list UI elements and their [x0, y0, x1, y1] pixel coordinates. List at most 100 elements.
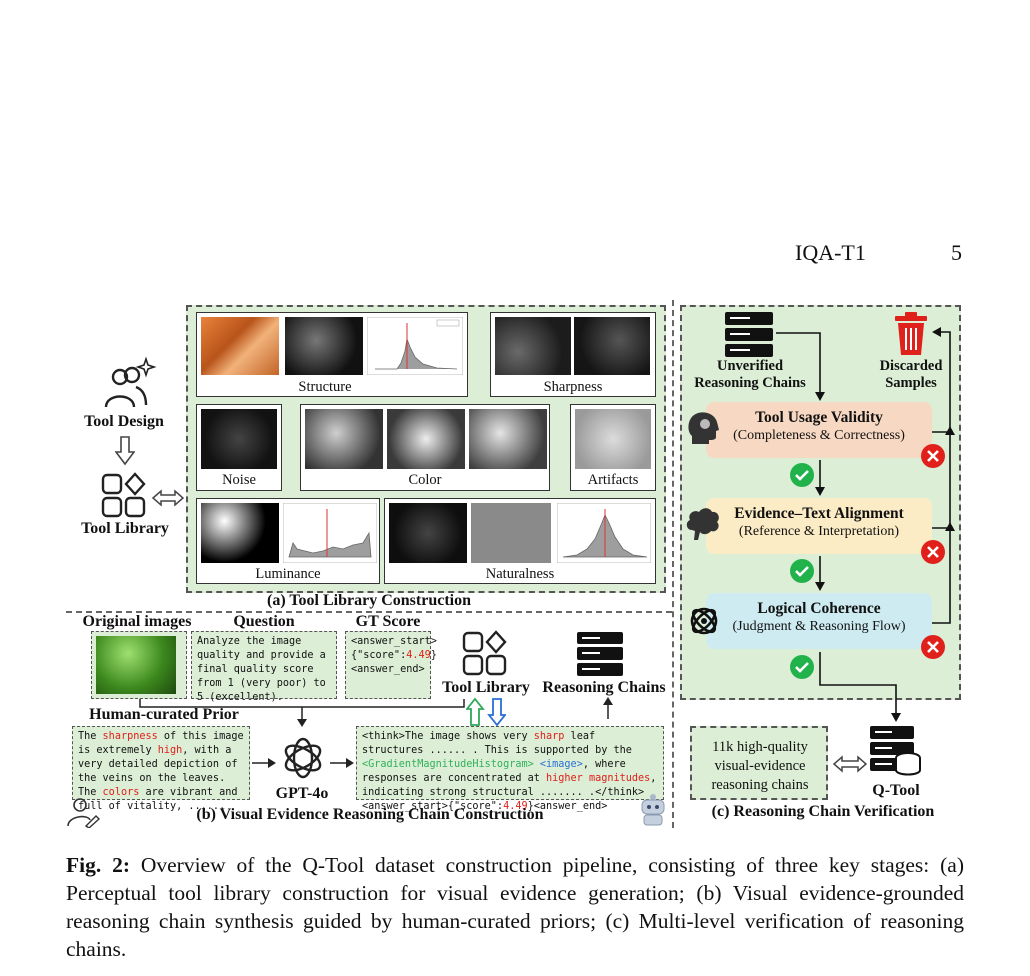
qtool-icon	[870, 726, 921, 776]
original-images-title: Original images	[82, 613, 192, 630]
human-annotator-icon	[67, 798, 100, 828]
cross-icon	[921, 540, 945, 564]
robot-icon	[641, 794, 665, 826]
caption-label: Fig. 2:	[66, 853, 130, 877]
gt-line-3: <answer_end>	[351, 664, 425, 675]
naturalness-image-1	[389, 503, 467, 563]
human-prior-title: Human-curated Prior	[89, 706, 239, 723]
unverified-label: Unverified Reasoning Chains	[694, 358, 806, 391]
gt-score-value: 4.49	[406, 650, 431, 661]
tool-luminance: Luminance	[196, 498, 380, 584]
gt-line-2: {"score":4.49}	[351, 650, 437, 661]
reasoning-chains-icon	[577, 632, 623, 676]
cross-icon	[921, 444, 945, 468]
color-label: Color	[408, 472, 442, 488]
stage-logical-coherence: Logical Coherence (Judgment & Reasoning …	[706, 593, 932, 649]
reasoning-chain-box: <think>The image shows very sharp leaf s…	[356, 726, 664, 812]
noise-label: Noise	[222, 472, 256, 488]
check-icon	[790, 655, 814, 679]
running-title: IQA-T1	[795, 240, 866, 265]
artifacts-image	[575, 409, 651, 469]
down-arrow-icon	[115, 436, 135, 466]
chain-keyword-higher: higher magnitudes	[546, 773, 651, 784]
panel-b-arrows	[139, 697, 613, 768]
naturalness-histogram	[557, 503, 651, 563]
trash-icon	[895, 312, 927, 355]
gt-line-1: <answer_start>	[351, 636, 437, 647]
tool-design-label: Tool Design	[84, 413, 164, 430]
prior-keyword-sharpness: sharpness	[102, 731, 158, 742]
check-icon	[790, 559, 814, 583]
tool-artifacts: Artifacts	[570, 404, 656, 491]
panel-a-title: (a) Tool Library Construction	[266, 592, 471, 609]
panel-b-title: (b) Visual Evidence Reasoning Chain Cons…	[196, 806, 544, 823]
tool-noise: Noise	[196, 404, 282, 491]
figure-caption: Fig. 2: Overview of the Q-Tool dataset c…	[66, 851, 964, 963]
prior-keyword-high: high	[157, 745, 183, 756]
artifacts-label: Artifacts	[587, 472, 639, 488]
stage-evidence-text-alignment: Evidence–Text Alignment (Reference & Int…	[706, 498, 932, 554]
check-icon	[790, 463, 814, 487]
color-image-3	[469, 409, 547, 469]
brain-icon	[686, 508, 719, 540]
tool-library-label: Tool Library	[81, 520, 169, 537]
question-box: Analyze the image quality and provide a …	[191, 631, 337, 703]
structure-label: Structure	[298, 379, 352, 395]
luminance-image	[201, 503, 279, 563]
discarded-label: Discarded Samples	[879, 358, 943, 391]
color-image-1	[305, 409, 383, 469]
up-down-arrows-icon	[466, 697, 506, 727]
output-box: 11k high-quality visual-evidence reasoni…	[690, 726, 828, 800]
naturalness-label: Naturalness	[485, 566, 555, 582]
vertical-divider	[672, 300, 674, 828]
sharpness-image-1	[495, 317, 571, 375]
chain-score-value: 4.49	[503, 801, 528, 812]
chain-keyword-sharp: sharp	[533, 731, 565, 742]
bidirectional-arrow-icon-c	[832, 755, 868, 773]
sharpness-label: Sharpness	[543, 379, 603, 395]
noise-image	[201, 409, 277, 469]
sharpness-image-2	[574, 317, 650, 375]
panel-c-title: (c) Reasoning Chain Verification	[711, 803, 935, 820]
tool-naturalness: Naturalness	[384, 498, 656, 584]
luminance-label: Luminance	[255, 566, 321, 582]
chain-image-tag: <image>	[539, 759, 583, 770]
chain-tool-tag: <GradientMagnitudeHistogram>	[362, 759, 534, 770]
tool-color: Color	[300, 404, 550, 491]
leaf-image	[96, 636, 176, 694]
gpt-logo-icon	[284, 737, 322, 779]
page-number: 5	[951, 240, 962, 265]
verification-flow	[776, 327, 955, 722]
reasoning-chains-label: Reasoning Chains	[542, 679, 666, 696]
tool-design-icon	[104, 356, 157, 408]
structure-image-1	[201, 317, 279, 375]
cross-icon	[921, 635, 945, 659]
tool-sharpness: Sharpness	[490, 312, 656, 397]
tool-library-label-b: Tool Library	[442, 679, 530, 696]
tool-structure: Structure	[196, 312, 468, 397]
horizontal-divider	[66, 611, 672, 613]
atom-icon	[690, 607, 718, 635]
stage-tool-usage-validity: Tool Usage Validity (Completeness & Corr…	[706, 402, 932, 458]
tool-library-icon	[101, 472, 146, 518]
qtool-label: Q-Tool	[872, 782, 920, 799]
gt-score-box: <answer_start> {"score":4.49} <answer_en…	[345, 631, 437, 699]
tool-library-icon-b	[462, 630, 507, 676]
naturalness-image-2	[471, 503, 551, 563]
human-prior-box: The sharpness of this image is extremely…	[72, 726, 250, 812]
bidirectional-arrow-icon	[151, 489, 185, 507]
color-image-2	[387, 409, 465, 469]
caption-text: Overview of the Q-Tool dataset construct…	[66, 853, 964, 961]
gt-score-title: GT Score	[355, 613, 421, 630]
head-icon	[688, 412, 719, 444]
unverified-chains-icon	[725, 312, 773, 357]
structure-histogram	[367, 317, 463, 375]
question-text: Analyze the image quality and provide a …	[197, 636, 326, 703]
question-title: Question	[233, 613, 295, 630]
structure-image-2	[285, 317, 363, 375]
gpt-label: GPT-4o	[275, 785, 329, 802]
luminance-histogram	[283, 503, 377, 563]
prior-keyword-colors: colors	[102, 787, 140, 798]
output-text: 11k high-quality visual-evidence reasoni…	[711, 739, 809, 793]
original-image-box	[91, 631, 187, 699]
